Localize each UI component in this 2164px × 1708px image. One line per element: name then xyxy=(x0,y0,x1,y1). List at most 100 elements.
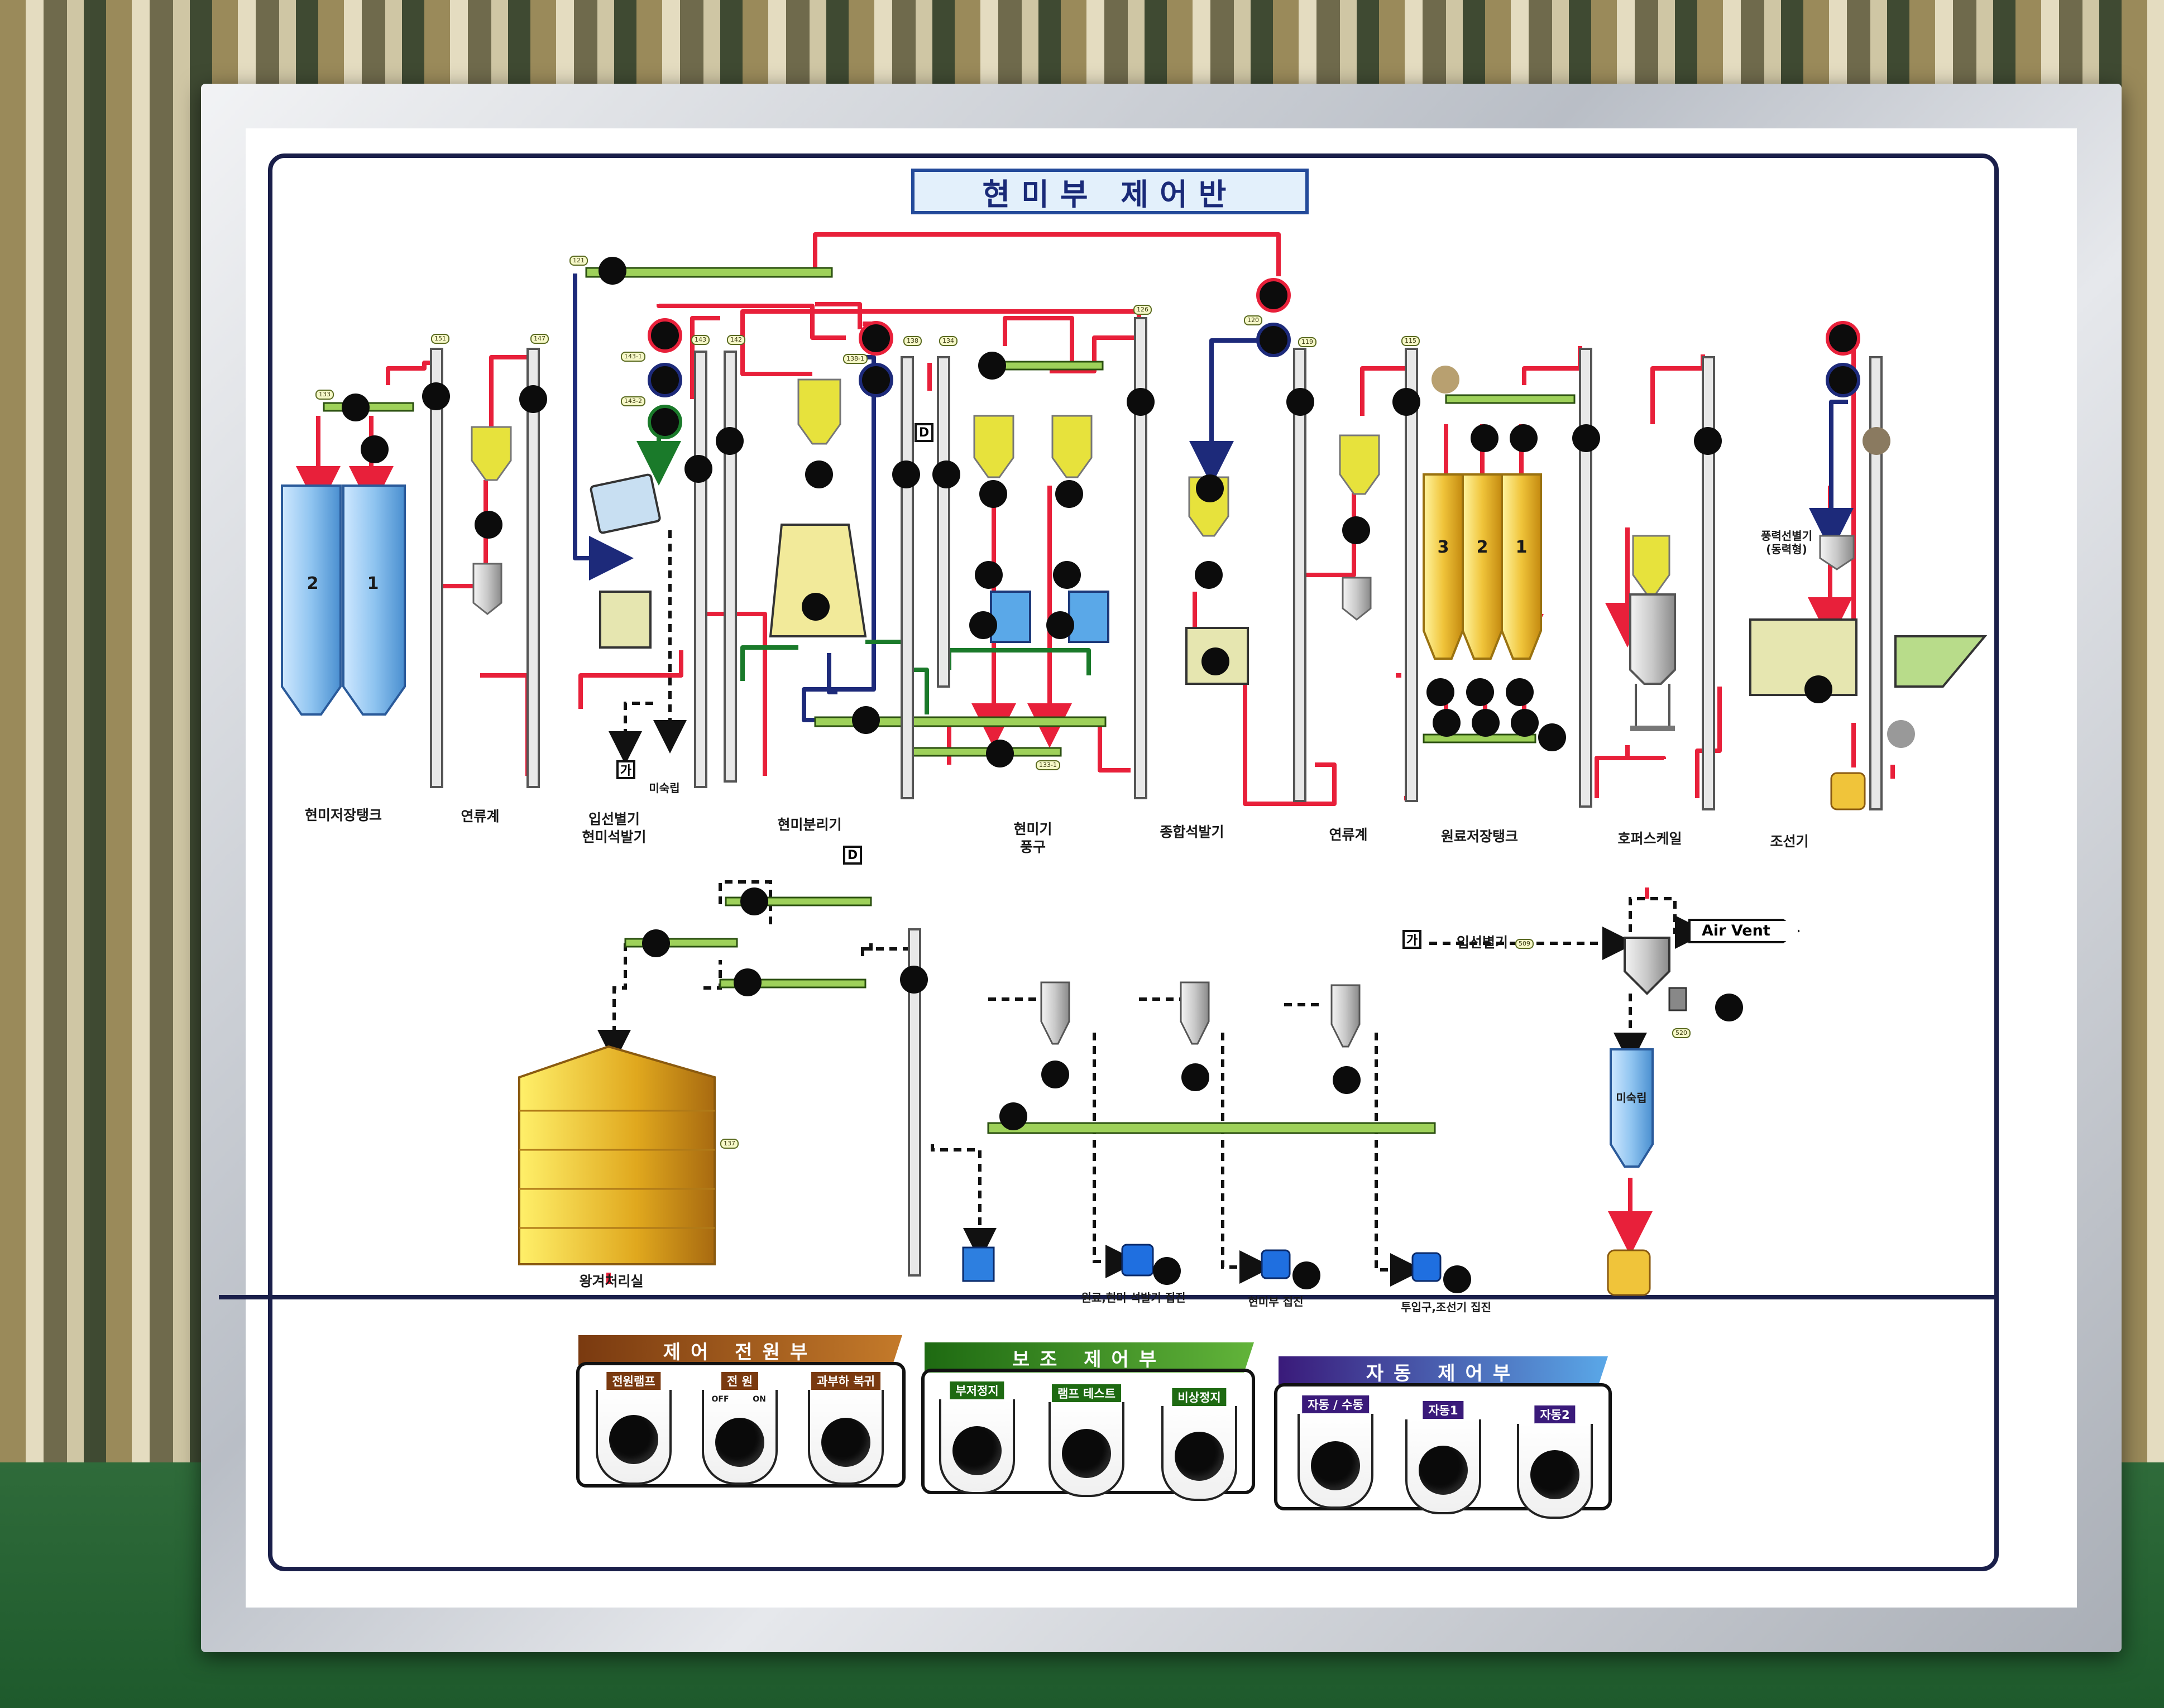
lamp xyxy=(1887,720,1915,748)
button-holder xyxy=(596,1390,672,1485)
lamp xyxy=(475,511,502,539)
switch-off-mark: OFF xyxy=(711,1395,729,1404)
auto-manual-switch[interactable] xyxy=(1311,1441,1360,1490)
lamp xyxy=(859,363,893,397)
tag: 126 xyxy=(1133,305,1152,315)
button-holder xyxy=(1405,1419,1481,1514)
symbol-ga: 가 xyxy=(616,760,635,779)
lamp xyxy=(361,435,389,463)
button-label: 비상정지 xyxy=(1172,1388,1227,1408)
lamp xyxy=(1426,678,1454,706)
tag: 133-1 xyxy=(1036,760,1060,770)
lamp xyxy=(1292,1261,1320,1289)
lamp xyxy=(716,427,744,455)
lamp xyxy=(1046,611,1074,639)
lamp xyxy=(1041,1061,1069,1088)
tank-number: 1 xyxy=(367,574,379,593)
lamp xyxy=(1572,424,1600,452)
emergency-stop-button[interactable] xyxy=(1175,1432,1224,1481)
lamp xyxy=(422,382,450,410)
lamp xyxy=(648,363,682,397)
lamp xyxy=(1201,647,1229,675)
tag: 520 xyxy=(1672,1028,1691,1038)
lamp xyxy=(979,480,1007,508)
tag: 142 xyxy=(727,335,745,345)
lamp xyxy=(1392,388,1420,416)
tag: 133 xyxy=(315,390,334,400)
label-aspirator-stoner: 입선별기 현미석발기 xyxy=(582,811,647,845)
auto1-button[interactable] xyxy=(1419,1446,1468,1495)
lamp xyxy=(1256,278,1291,313)
lamp xyxy=(734,968,762,996)
symbol-d: D xyxy=(915,423,933,442)
lamp xyxy=(1863,427,1890,455)
buzzer-stop-button[interactable] xyxy=(952,1426,1002,1475)
tag: 121 xyxy=(569,256,588,266)
diagram-border xyxy=(268,153,1999,1571)
section-header-aux: 보조 제어부 xyxy=(925,1342,1254,1373)
tag: 147 xyxy=(530,334,549,344)
lamp xyxy=(1195,561,1223,589)
power-switch[interactable] xyxy=(715,1418,764,1467)
lamp xyxy=(1055,480,1083,508)
tag: 151 xyxy=(431,334,449,344)
lamp xyxy=(1153,1257,1181,1285)
lamp xyxy=(892,460,920,488)
lamp xyxy=(999,1102,1027,1130)
bag-box xyxy=(962,1246,995,1282)
button-label: 램프 테스트 xyxy=(1052,1384,1121,1404)
lamp xyxy=(975,561,1003,589)
lamp xyxy=(969,611,997,639)
husk-silo xyxy=(518,1045,716,1265)
tag: 143-2 xyxy=(621,396,645,406)
lamp xyxy=(1256,323,1291,357)
lamp xyxy=(740,887,768,915)
lamp xyxy=(1511,709,1539,737)
button-label: 전 원 xyxy=(721,1372,758,1392)
button-label: 전원램프 xyxy=(606,1372,661,1392)
grain-bins xyxy=(1607,772,1866,1296)
raw-storage-tanks xyxy=(1423,473,1542,660)
tag: 115 xyxy=(1401,336,1420,346)
button-label: 부저정지 xyxy=(950,1381,1004,1402)
lamp xyxy=(805,460,833,488)
navy-flow-lines xyxy=(573,274,1854,722)
gray-cones xyxy=(472,535,1855,621)
tag: 134 xyxy=(939,336,957,346)
lamp xyxy=(859,321,893,356)
overload-reset-button[interactable] xyxy=(821,1418,870,1467)
tank-number: 2 xyxy=(307,574,319,593)
lamp xyxy=(342,394,370,421)
label-dust-2: 현미부 집진 xyxy=(1248,1295,1304,1308)
button-holder xyxy=(1517,1424,1593,1519)
button-label: 자동2 xyxy=(1534,1405,1576,1426)
label-dust-1: 원료,현미 석발기 집진 xyxy=(1081,1291,1186,1304)
lamp xyxy=(986,740,1014,767)
tag: 509 xyxy=(1515,939,1534,949)
auto2-button[interactable] xyxy=(1530,1450,1579,1499)
tag: 137 xyxy=(720,1139,739,1149)
power-lamp-button[interactable] xyxy=(609,1415,658,1464)
label-elevator: 연류계 xyxy=(461,808,500,824)
label-gravity-separator: 풍력선별기 (동력형) xyxy=(1761,529,1812,556)
label-brown-rice-tank: 현미저장탱크 xyxy=(304,807,382,823)
label-elevator-2: 연류계 xyxy=(1329,827,1368,843)
button-label: 자동 / 수동 xyxy=(1302,1395,1369,1416)
tag: 138-1 xyxy=(843,354,868,364)
lamp-test-button[interactable] xyxy=(1062,1429,1111,1478)
lamp xyxy=(1443,1265,1471,1293)
lamp xyxy=(1804,675,1832,703)
button-label: 자동1 xyxy=(1423,1401,1464,1421)
hopper-scale-shape xyxy=(1629,593,1676,731)
lamp xyxy=(932,460,960,488)
lamp xyxy=(852,706,880,734)
symbol-ga: 가 xyxy=(1402,930,1421,949)
label-aspirator-path: 입선별기 xyxy=(1456,934,1509,951)
lamp xyxy=(648,405,682,439)
brown-rice-tanks xyxy=(281,484,406,716)
air-vent-sign: Air Vent xyxy=(1688,919,1800,943)
lamp xyxy=(1466,678,1494,706)
label-brown-rice-wind: 현미기 풍구 xyxy=(1013,821,1052,855)
label-immature-2: 미숙립 xyxy=(1616,1091,1647,1105)
